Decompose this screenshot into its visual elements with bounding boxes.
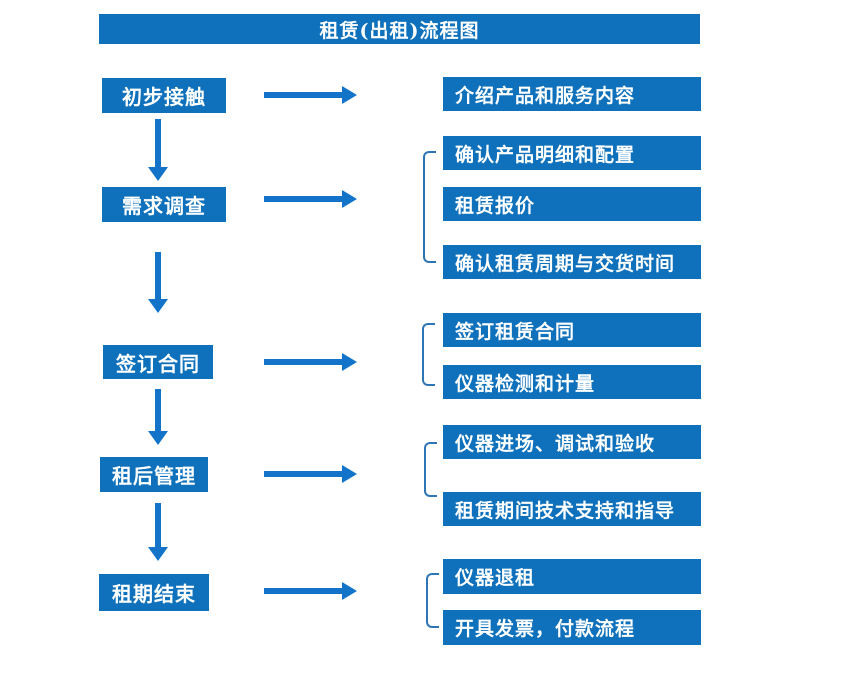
right-arrow-head [342,582,357,600]
right-arrow-icon [264,86,357,104]
right-arrow-icon [264,190,357,208]
detail-box-technical-support-guidance: 租赁期间技术支持和指导 [443,492,701,526]
down-arrow-shaft [155,252,161,299]
detail-box-confirm-product-config: 确认产品明细和配置 [443,136,701,170]
step-box-demand-survey: 需求调查 [102,187,226,222]
down-arrow-shaft [155,119,161,167]
group-bracket [426,573,439,628]
right-arrow-shaft [264,588,343,594]
down-arrow-icon [148,119,168,181]
right-arrow-head [342,86,357,104]
down-arrow-head [148,299,168,313]
down-arrow-icon [148,389,168,445]
group-bracket [424,442,437,497]
flowchart-title-bar: 租赁(出租)流程图 [99,14,700,44]
detail-box-sign-rental-contract: 签订租赁合同 [443,313,701,347]
detail-box-invoice-payment-process: 开具发票，付款流程 [443,610,701,645]
right-arrow-head [342,190,357,208]
down-arrow-icon [148,252,168,313]
detail-box-rental-quote: 租赁报价 [443,187,701,221]
step-box-rental-end: 租期结束 [99,574,209,611]
detail-label: 仪器检测和计量 [455,372,596,395]
group-bracket [423,151,436,263]
down-arrow-head [148,167,168,181]
flowchart-title: 租赁(出租)流程图 [319,19,480,42]
detail-box-instrument-inspection-calibration: 仪器检测和计量 [443,365,701,399]
right-arrow-shaft [264,359,343,365]
right-arrow-head [342,465,357,483]
down-arrow-shaft [155,503,161,547]
detail-label: 仪器退租 [455,567,536,589]
detail-label: 租赁报价 [455,194,536,217]
step-box-post-rental-management: 租后管理 [100,457,208,492]
right-arrow-shaft [264,196,343,202]
detail-box-confirm-rental-period-delivery: 确认租赁周期与交货时间 [443,245,701,279]
right-arrow-shaft [264,471,343,477]
group-bracket [422,323,435,386]
step-label: 签订合同 [116,351,200,376]
detail-box-instrument-setup-acceptance: 仪器进场、调试和验收 [443,425,701,459]
step-box-sign-contract: 签订合同 [103,345,213,379]
step-label: 租期结束 [112,582,196,606]
detail-label: 介绍产品和服务内容 [455,84,636,107]
right-arrow-head [342,353,357,371]
detail-label: 开具发票，付款流程 [455,618,636,640]
down-arrow-head [148,547,168,561]
detail-box-introduce-products-services: 介绍产品和服务内容 [443,77,701,111]
detail-label: 确认产品明细和配置 [455,143,636,166]
step-box-initial-contact: 初步接触 [102,78,226,113]
right-arrow-icon [264,582,357,600]
right-arrow-icon [264,353,357,371]
down-arrow-shaft [155,389,161,431]
detail-label: 确认租赁周期与交货时间 [455,252,676,275]
detail-label: 签订租赁合同 [455,320,576,343]
right-arrow-icon [264,465,357,483]
detail-box-instrument-return: 仪器退租 [443,559,701,594]
down-arrow-icon [148,503,168,561]
detail-label: 仪器进场、调试和验收 [455,432,656,455]
step-label: 租后管理 [112,464,196,488]
right-arrow-shaft [264,92,343,98]
detail-label: 租赁期间技术支持和指导 [455,499,676,522]
down-arrow-head [148,431,168,445]
step-label: 初步接触 [122,85,206,109]
step-label: 需求调查 [122,194,206,218]
